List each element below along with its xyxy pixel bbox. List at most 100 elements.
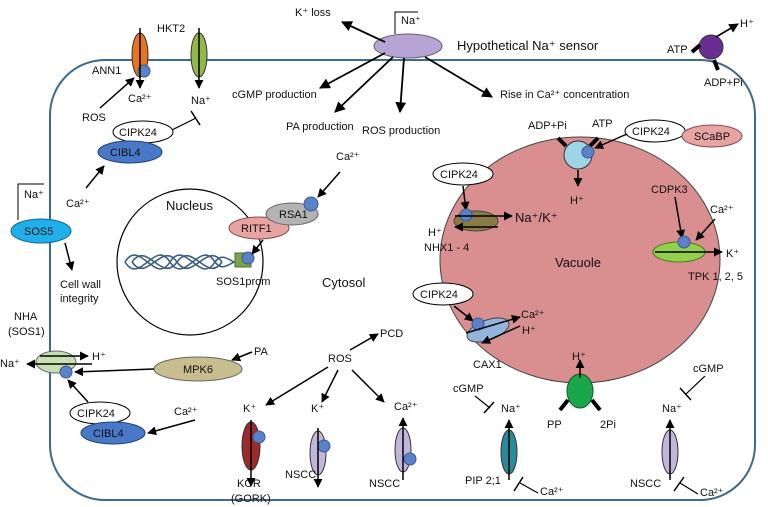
nha-h-label: H⁺ (92, 351, 106, 363)
pm-h-atpase-lever-1 (690, 43, 702, 54)
ca-to-rsa1-arrow (317, 171, 341, 198)
cax-h-label: H⁺ (522, 325, 536, 337)
mpk6-label: MPK6 (183, 364, 213, 376)
ros-to-pcd-arrow (349, 333, 379, 351)
vac-atp-label: ATP (592, 118, 613, 130)
pp-h-label: H⁺ (572, 351, 586, 363)
nscc-1-phospho (317, 439, 331, 453)
ros-to-ann1-arrow (99, 77, 135, 109)
cibl4-inhibit-hkt2 (171, 117, 197, 131)
pip-na-label: Na⁺ (501, 403, 521, 415)
ritf1-label: RITF1 (241, 223, 272, 235)
kor-phospho (252, 430, 266, 444)
cdpk3-label: CDPK3 (651, 184, 688, 196)
cipk24-cax-label: CIPK24 (420, 289, 458, 301)
sos5 (10, 218, 72, 244)
v-atpase-lever-1 (556, 136, 568, 148)
cipk24-to-nhx-arrow (460, 185, 470, 211)
nha-na-label: Na⁺ (0, 358, 20, 370)
ros-top-label: ROS (82, 112, 106, 124)
kor-label-2: (GORK) (231, 493, 271, 505)
pp-pump (566, 373, 594, 409)
sensor-na-label: Na⁺ (401, 15, 421, 27)
cax-ca-label: Ca²⁺ (521, 309, 545, 321)
nhx-phospho (459, 208, 473, 222)
nscc-2-ca-label: Ca²⁺ (394, 401, 418, 413)
nscc-1-label: NSCC (285, 469, 316, 481)
sos1prom-label: SOS1prom (216, 276, 270, 288)
ros-mid-label: ROS (328, 353, 352, 365)
cibl4-inhibit-bar (190, 110, 201, 126)
cdpk3-to-tpk-arrow (674, 196, 686, 239)
ca-rise-label: Rise in Ca²⁺ concentration (500, 89, 629, 101)
nhx-label: NHX1 - 4 (424, 242, 469, 254)
nha-phospho (59, 365, 73, 379)
cipk24-to-nha-arrow (67, 379, 89, 403)
nhx-h-label: H⁺ (428, 227, 442, 239)
v-atpase-lever-2 (588, 136, 600, 148)
ann1-label: ANN1 (92, 65, 121, 77)
cgmp-right-label: cGMP (693, 363, 724, 375)
cax1-ca-influx (465, 314, 521, 334)
k-loss-label: K⁺ loss (295, 7, 331, 19)
pa-production-label: PA production (286, 121, 354, 133)
pp-label: PP (547, 419, 562, 431)
pip21-label: PIP 2;1 (465, 475, 501, 487)
ca-to-cibl4-arrow (85, 165, 105, 189)
cibl4-top-label: CIBL4 (110, 147, 141, 159)
v-atpase-phospho (581, 145, 595, 159)
cgmp-inhibit-pip (474, 395, 491, 409)
ros-to-nscc2-arrow (351, 369, 385, 403)
cipk24-nhx (432, 162, 494, 186)
sos5-cellwall-arrow (64, 242, 75, 271)
vacuole-label: Vacuole (555, 255, 601, 270)
kor-label: KOR (237, 478, 261, 490)
scabp-label: SCaBP (694, 131, 730, 143)
pp-lever-2 (590, 398, 602, 412)
pm-h-atpase-lever-2 (712, 59, 720, 71)
pm-atpase-atp-label: ATP (667, 44, 688, 56)
nha-label: NHA (14, 311, 38, 323)
pa-label: PA (254, 346, 269, 358)
pip-ca-label: Ca²⁺ (540, 486, 564, 498)
hkt2-na-label: Na⁺ (191, 95, 211, 107)
vac-h-top-label: H⁺ (570, 195, 584, 207)
cibl4-top (97, 140, 163, 164)
cgmp-pip-label: cGMP (453, 383, 484, 395)
arrow-k-loss (341, 21, 386, 43)
cipk24-cax (412, 282, 474, 306)
cgmp-inhibit-pip-bar (483, 401, 495, 414)
tpk-label: TPK 1, 2, 5 (688, 271, 743, 283)
hypothetical-na-sensor (373, 33, 443, 59)
cipk24-nhx-label: CIPK24 (440, 169, 478, 181)
cax1-label: CAX1 (473, 359, 502, 371)
nscc-1-k-label: K⁺ (311, 403, 324, 415)
arrow-ros (395, 57, 407, 114)
ca-inhibit-nscc3-bar (673, 476, 685, 492)
ann1-phospho (137, 64, 151, 78)
sos5-na-label: Na⁺ (24, 189, 44, 201)
cipk24-bottom-label: CIPK24 (77, 408, 115, 420)
tpk-k-label: K⁺ (726, 248, 739, 260)
cgmp-inhibit-nscc3 (685, 375, 706, 395)
ca-inhibit-pip-bar (513, 476, 524, 492)
ca-to-cibl4-bottom-arrow (147, 419, 196, 436)
rsa1-ca-label: Ca²⁺ (336, 151, 360, 163)
pa-to-mpk6-arrow (231, 351, 253, 362)
arrow-pa (334, 56, 394, 113)
nhx-nak-label: Na⁺/K⁺ (515, 210, 558, 225)
ritf1-to-promoter-arrow (251, 239, 264, 255)
ann1-ca-label: Ca²⁺ (128, 93, 152, 105)
sensor-input-line (394, 11, 418, 34)
tpk-ca-label: Ca²⁺ (710, 204, 734, 216)
pm-h-atpase (698, 34, 724, 60)
ca-to-tpk-arrow (695, 218, 716, 241)
nscc-2-label: NSCC (369, 478, 400, 490)
ros-production-label: ROS production (362, 125, 440, 137)
sos5-input-line (17, 183, 44, 220)
pm-atpase-h-label: H⁺ (740, 18, 754, 30)
sensor-label: Hypothetical Na⁺ sensor (457, 38, 599, 53)
ros-to-nscc1-arrow (321, 369, 339, 403)
ca-inhibit-nscc3 (679, 482, 699, 495)
